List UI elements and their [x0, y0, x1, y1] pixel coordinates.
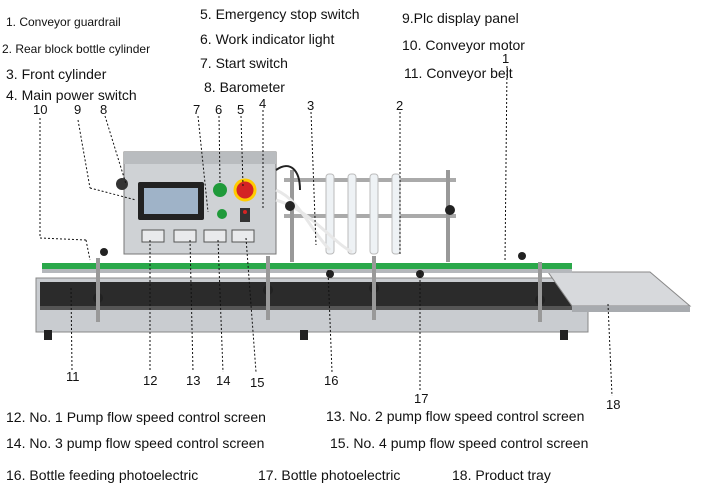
work-indicator-light — [213, 183, 227, 197]
callout-11: 11 — [66, 369, 80, 384]
pump-screen-3 — [203, 229, 227, 243]
pump-screen-2 — [173, 229, 197, 243]
callout-13: 13 — [186, 373, 201, 388]
label-work-indicator-light: 6. Work indicator light — [200, 31, 335, 47]
callout-12: 12 — [143, 373, 158, 388]
callout-10: 10 — [33, 102, 48, 117]
label-main-power-switch: 4. Main power switch — [6, 87, 137, 103]
callout-4: 4 — [259, 96, 267, 111]
label-rear-block-bottle-cylinder: 2. Rear block bottle cylinder — [2, 42, 151, 56]
label-plc-display-panel: 9.Plc display panel — [402, 10, 519, 26]
callout-16: 16 — [324, 373, 339, 388]
callout-14: 14 — [216, 373, 231, 388]
label-conveyor-motor: 10. Conveyor motor — [402, 37, 525, 53]
product-tray — [547, 271, 692, 307]
callout-18: 18 — [606, 397, 621, 412]
label-start-switch: 7. Start switch — [200, 55, 288, 71]
callout-9: 9 — [74, 102, 82, 117]
callout-2: 2 — [396, 98, 404, 113]
callout-1: 1 — [502, 51, 510, 66]
emergency-stop-switch — [233, 178, 257, 202]
conveyor-guardrail — [42, 263, 572, 269]
start-switch — [217, 209, 227, 219]
label-pump2-screen: 13. No. 2 pump flow speed control screen — [326, 408, 585, 424]
callout-3: 3 — [307, 98, 315, 113]
label-product-tray: 18. Product tray — [452, 467, 551, 483]
conveyor-belt — [40, 282, 580, 306]
callout-17: 17 — [414, 391, 429, 406]
label-emergency-stop-switch: 5. Emergency stop switch — [200, 6, 360, 22]
callout-6: 6 — [215, 102, 223, 117]
label-bottle-photoelectric: 17. Bottle photoelectric — [258, 467, 401, 483]
label-barometer: 8. Barometer — [204, 79, 285, 95]
pump-screen-1 — [141, 229, 165, 243]
callout-7: 7 — [193, 102, 201, 117]
label-bottle-feeding-photoelectric: 16. Bottle feeding photoelectric — [6, 467, 199, 483]
callout-15: 15 — [250, 375, 265, 390]
label-conveyor-guardrail: 1. Conveyor guardrail — [6, 15, 121, 29]
label-pump1-screen: 12. No. 1 Pump flow speed control screen — [6, 409, 266, 425]
callout-5: 5 — [237, 102, 245, 117]
pump-screen-4 — [231, 229, 255, 243]
callout-8: 8 — [100, 102, 108, 117]
label-pump3-screen: 14. No. 3 pump flow speed control screen — [6, 435, 265, 451]
label-pump4-screen: 15. No. 4 pump flow speed control screen — [330, 435, 589, 451]
label-conveyor-belt: 11. Conveyor belt — [404, 65, 513, 81]
label-front-cylinder: 3. Front cylinder — [6, 66, 107, 82]
conveyor-motor — [116, 178, 128, 190]
main-power-switch — [240, 208, 250, 222]
